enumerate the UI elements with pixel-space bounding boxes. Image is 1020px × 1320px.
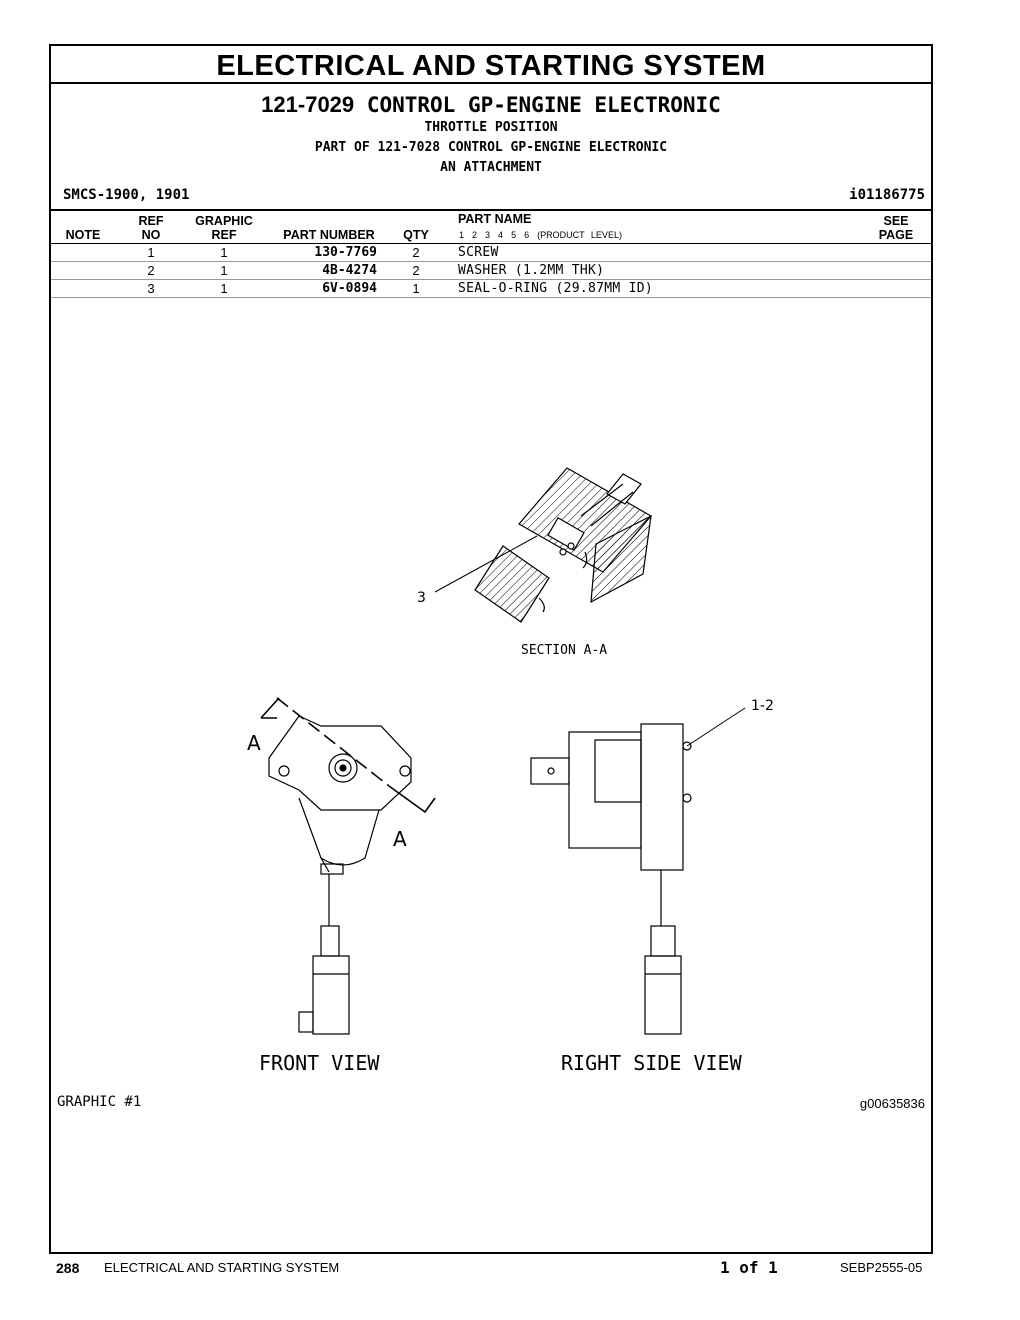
illustration-id: i01186775 [849,187,925,203]
col-qty: QTY [403,228,429,242]
section-arrow-bottom [388,785,436,814]
section-mark-bottom: A [393,827,407,851]
page-number: 288 [56,1260,80,1276]
group-attachment: AN ATTACHMENT [440,160,542,175]
group-title: 121-7029 CONTROL GP-ENGINE ELECTRONIC [51,92,931,118]
section-label: SECTION A-A [521,643,607,658]
graphic-id: g00635836 [859,1096,925,1111]
right-side-view-label: RIGHT SIDE VIEW [561,1051,743,1075]
table-top-rule [51,209,931,211]
parts-illustration: 3 SECTION A-A A A FRONT VIEW [247,467,774,1075]
section-a-a-drawing [474,467,652,623]
smcs-code: SMCS-1900, 1901 [63,187,190,203]
callout-1-2: 1-2 [751,698,774,714]
page-frame: ELECTRICAL AND STARTING SYSTEM 121-7029 … [49,44,933,1254]
group-subtitle: THROTTLE POSITION [424,120,558,135]
table-row: 3 1 6V-0894 1 SEAL-O-RING (29.87MM ID) [51,280,931,298]
footer-section: ELECTRICAL AND STARTING SYSTEM [104,1260,340,1275]
doc-id: SEBP2555-05 [840,1260,923,1275]
col-part-number: PART NUMBER [283,228,375,242]
table-header-rule [51,243,931,244]
section-arrow-top [260,697,280,719]
callout-3: 3 [417,590,426,606]
col-part-name: PART NAME [458,212,532,226]
group-name: CONTROL GP-ENGINE ELECTRONIC [366,93,721,117]
graphic-label: GRAPHIC #1 [57,1094,142,1110]
section-title: ELECTRICAL AND STARTING SYSTEM [51,46,931,84]
front-view-label: FRONT VIEW [259,1051,380,1075]
section-mark-top: A [247,731,261,755]
group-part-of: PART OF 121-7028 CONTROL GP-ENGINE ELECT… [314,140,668,155]
group-number: 121-7029 [261,92,355,117]
col-note: NOTE [65,228,101,242]
front-view-drawing [268,715,412,1035]
page-of: 1 of 1 [720,1258,778,1277]
table-row: 2 1 4B-4274 2 WASHER (1.2MM THK) [51,262,931,280]
callout-3-leader [434,535,538,593]
table-row: 1 1 130-7769 2 SCREW [51,244,931,262]
callout-1-2-leader [686,707,746,747]
right-side-view-drawing [530,723,692,1035]
